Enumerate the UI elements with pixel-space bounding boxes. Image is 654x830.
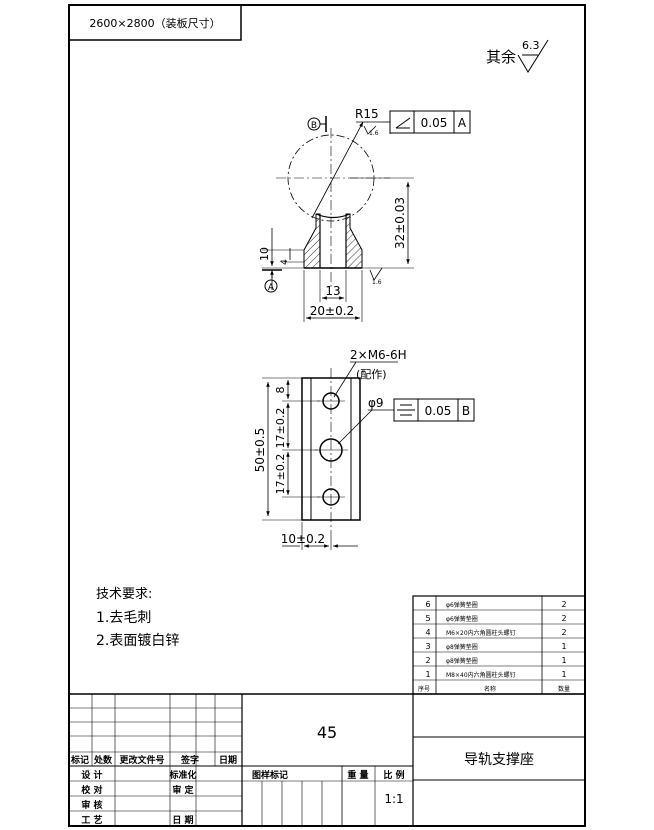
finish-label-1: 1.6 xyxy=(369,130,379,137)
label-process: 工 艺 xyxy=(81,814,102,826)
parts-list: 6 φ6弹簧垫圈 2 5 φ6弹簧垫圈 2 4 M6×20内六角圆柱头螺钉 2 … xyxy=(412,595,586,695)
part-row-name: φ6弹簧垫圈 xyxy=(446,615,478,623)
dim-4: 4 xyxy=(280,259,290,265)
height-tolerance: 32±0.03 xyxy=(393,197,407,249)
part-row-qty: 2 xyxy=(561,614,566,623)
label-review: 审 核 xyxy=(81,799,102,811)
pitch-lower: 17±0.2 xyxy=(274,454,287,495)
flatness-datum: A xyxy=(458,116,467,130)
rev-header-sign: 签字 xyxy=(180,754,199,766)
technical-notes: 技术要求: 1.去毛刺 2.表面镀白锌 xyxy=(96,587,179,649)
part-name: 导轨支撑座 xyxy=(464,752,534,768)
part-row-name: M6×20内六角圆柱头螺钉 xyxy=(446,629,516,637)
part-row-no: 6 xyxy=(425,600,430,609)
notes-title: 技术要求: xyxy=(96,587,152,602)
datum-a-label: A xyxy=(268,283,275,293)
scale-value: 1:1 xyxy=(384,792,403,806)
dim-10: 10 xyxy=(258,247,271,261)
blank-size-box xyxy=(68,4,242,41)
top-view: B R15 1.6 0.05 A 32±0.03 10 4 xyxy=(258,107,471,322)
roughness-symbol: 其余 6.3 xyxy=(486,39,549,73)
stage-mark-label: 图样标记 xyxy=(252,769,288,781)
part-row-qty: 1 xyxy=(561,670,566,679)
parts-header-no: 序号 xyxy=(418,685,430,693)
part-row-name: M8×40内六角圆柱头螺钉 xyxy=(446,671,516,679)
part-row-qty: 2 xyxy=(561,600,566,609)
material-text: 45 xyxy=(317,723,337,742)
thread-label: 2×M6-6H xyxy=(350,348,407,362)
symmetry-datum: B xyxy=(462,404,470,418)
length-tolerance: 50±0.5 xyxy=(253,428,267,472)
label-standard: 标准化 xyxy=(168,769,196,781)
symmetry-value: 0.05 xyxy=(425,404,452,418)
radius-label: R15 xyxy=(355,107,379,121)
part-row-no: 4 xyxy=(425,628,430,637)
note-item-2: 2.表面镀白锌 xyxy=(96,632,179,649)
parts-header-name: 名称 xyxy=(484,685,496,693)
rev-header-mark: 标记 xyxy=(70,754,89,766)
datum-b-label: B xyxy=(311,121,317,131)
pitch-upper: 17±0.2 xyxy=(274,408,287,449)
weight-label: 重 量 xyxy=(347,769,368,781)
parts-header-qty: 数量 xyxy=(558,685,570,693)
part-row-no: 1 xyxy=(425,670,430,679)
diameter-label: φ9 xyxy=(368,396,384,410)
part-row-name: φ6弹簧垫圈 xyxy=(446,601,478,609)
rev-header-doc: 更改文件号 xyxy=(119,754,164,766)
dim-13: 13 xyxy=(325,284,340,298)
width-tolerance: 20±0.2 xyxy=(310,304,354,318)
thickness-tolerance: 10±0.2 xyxy=(281,532,325,546)
part-row-no: 3 xyxy=(425,642,430,651)
roughness-prefix: 其余 xyxy=(486,48,516,66)
part-row-qty: 1 xyxy=(561,656,566,665)
part-row-qty: 1 xyxy=(561,642,566,651)
label-approve: 审 定 xyxy=(172,784,194,796)
bottom-view: 2×M6-6H (配作) φ9 0.05 B 50±0.5 17±0.2 17±… xyxy=(253,348,475,550)
thread-note: (配作) xyxy=(356,368,387,381)
rev-header-date: 日期 xyxy=(219,754,237,766)
part-row-name: φ8弹簧垫圈 xyxy=(446,657,478,665)
part-row-name: φ8弹簧垫圈 xyxy=(446,643,478,651)
part-row-no: 2 xyxy=(425,656,430,665)
label-design: 设 计 xyxy=(81,769,102,781)
part-row-no: 5 xyxy=(425,614,430,623)
note-item-1: 1.去毛刺 xyxy=(96,610,151,626)
drawing-frame xyxy=(68,4,586,827)
blank-size-text: 2600×2800（装板尺寸） xyxy=(89,16,220,30)
scale-label: 比 例 xyxy=(383,769,404,781)
roughness-value: 6.3 xyxy=(522,39,540,52)
dim-8: 8 xyxy=(274,387,287,394)
title-block: 45 导轨支撑座 图样标记 重 量 比 例 1:1 标记 处数 更改文件号 签字… xyxy=(69,693,585,826)
rev-header-count: 处数 xyxy=(93,754,113,766)
part-row-qty: 2 xyxy=(561,628,566,637)
label-check: 校 对 xyxy=(81,784,102,796)
label-date: 日 期 xyxy=(172,814,193,826)
finish-label-2: 1.6 xyxy=(372,279,382,286)
flatness-value: 0.05 xyxy=(421,116,448,130)
